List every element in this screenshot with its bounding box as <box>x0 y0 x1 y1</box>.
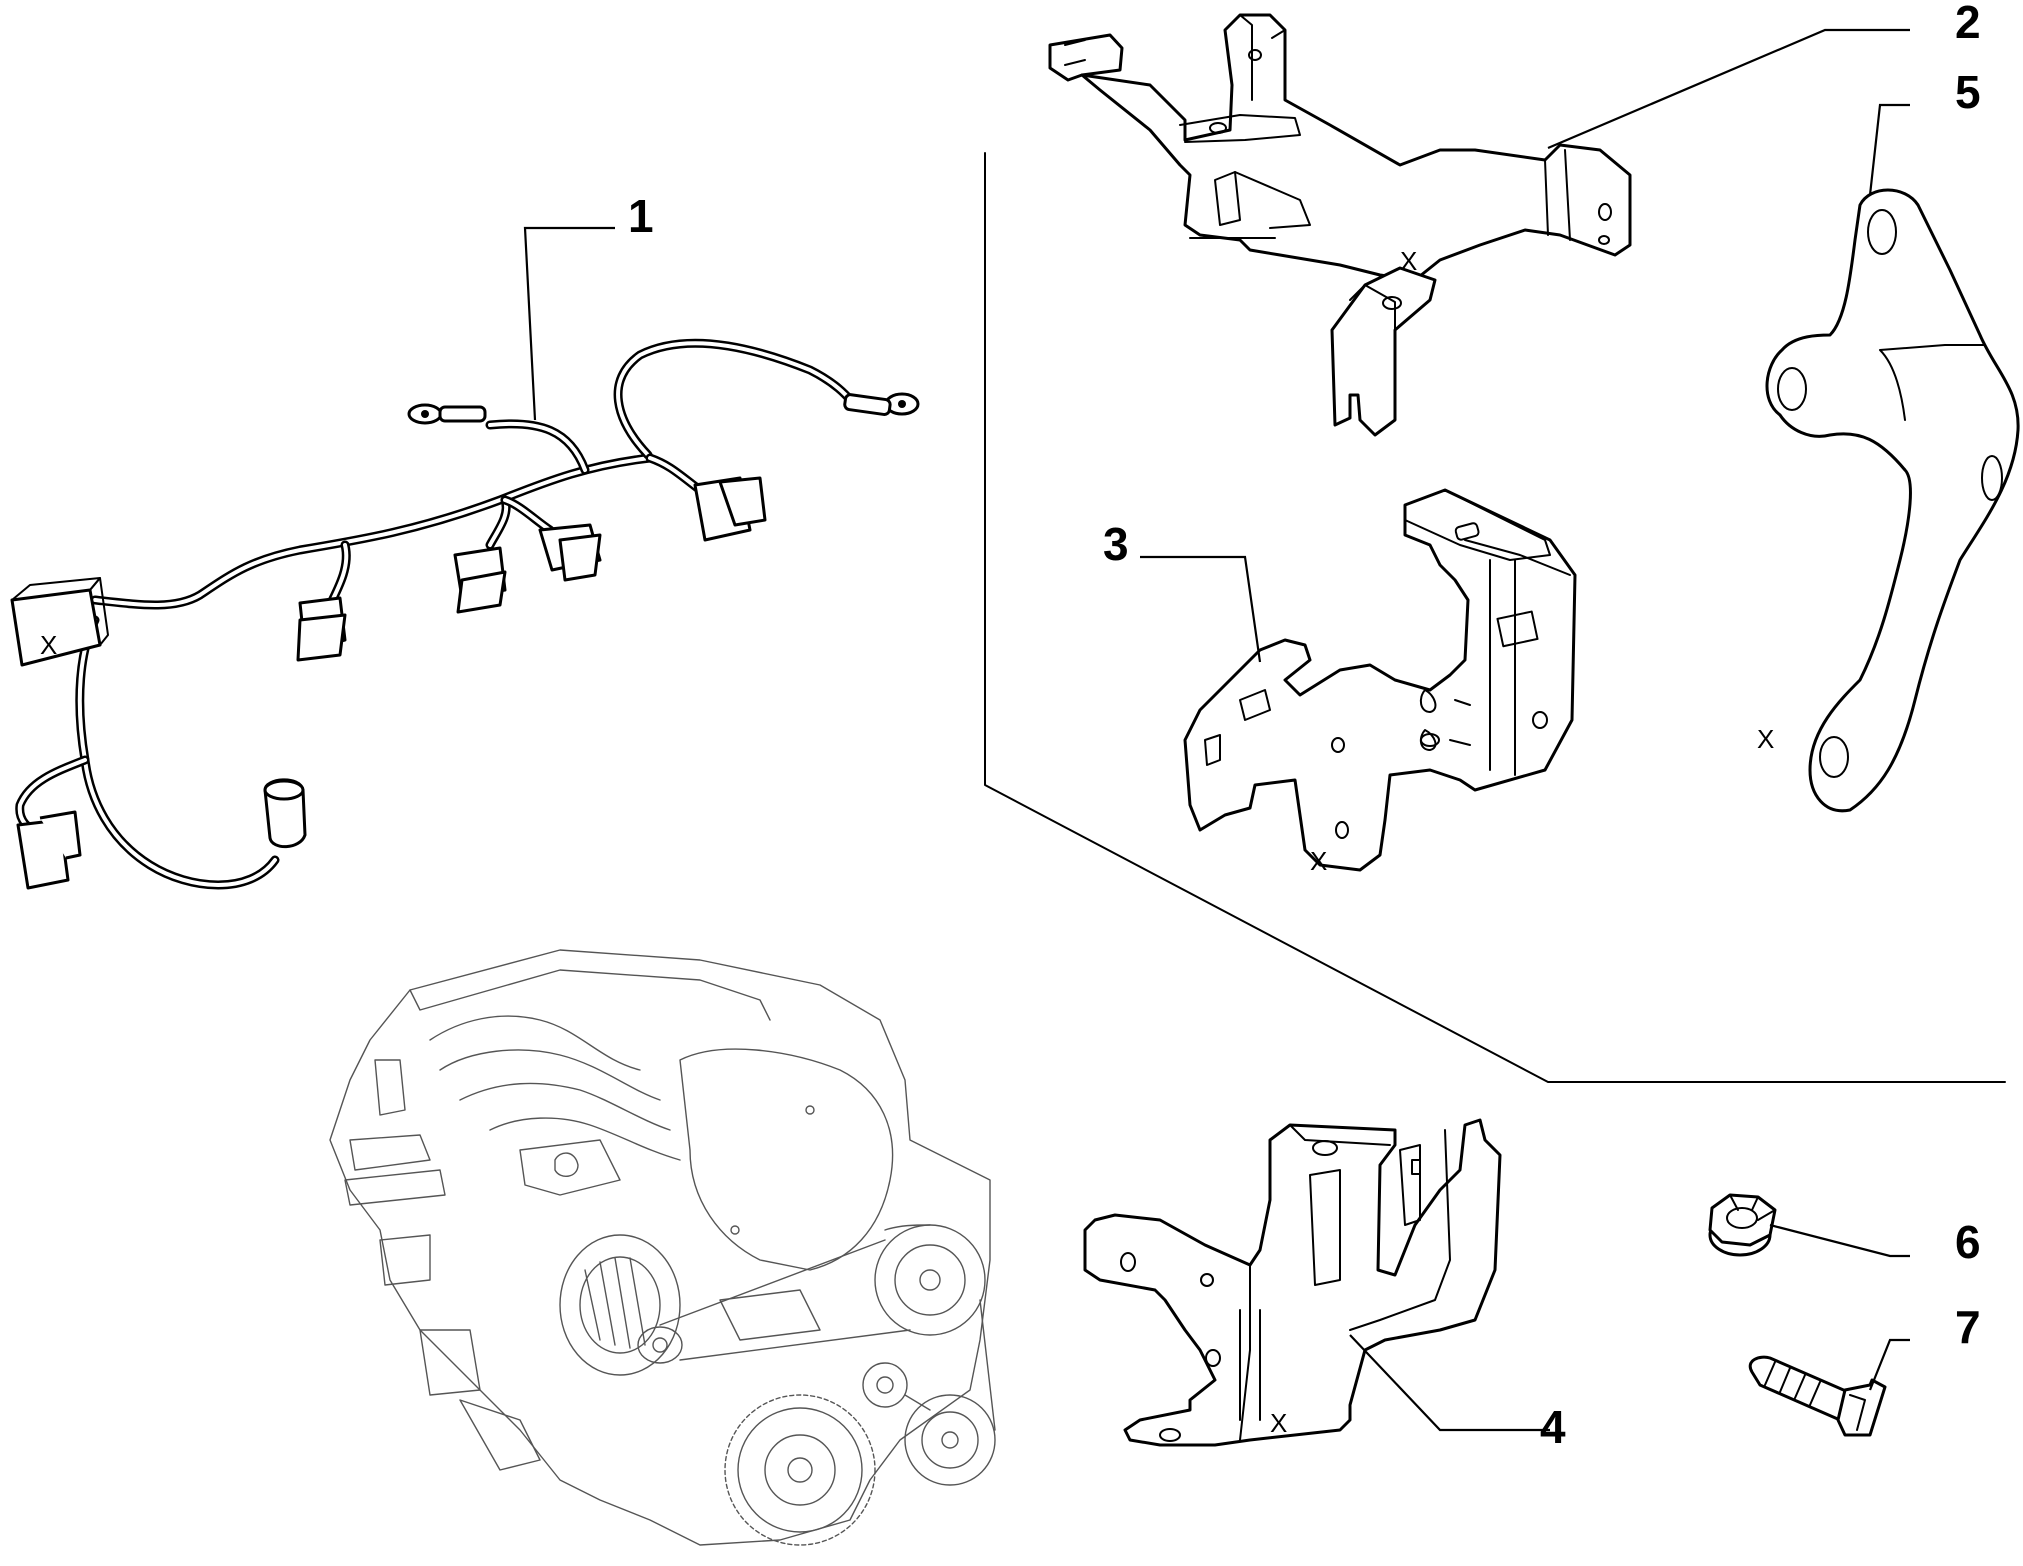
group-boundary-line <box>984 152 2006 1083</box>
callout-3: 3 <box>1103 518 1129 570</box>
leader-line-4 <box>1349 1334 1550 1432</box>
marker-x-bracket-4: X <box>1270 1408 1287 1438</box>
leader-line-5 <box>1868 103 1910 196</box>
callout-1: 1 <box>628 190 654 242</box>
leader-line-1 <box>523 226 615 421</box>
callout-4: 4 <box>1540 1401 1566 1453</box>
marker-x-bracket-2: X <box>1400 246 1417 276</box>
bracket-4: X <box>1083 1118 1502 1447</box>
bolt-7 <box>1748 1355 1887 1437</box>
marker-x-plate-5: X <box>1757 724 1774 754</box>
callout-7: 7 <box>1955 1301 1981 1353</box>
engine-illustration <box>329 949 996 1546</box>
marker-x-bracket-3: X <box>1310 846 1327 876</box>
marker-x-harness: X <box>40 630 57 660</box>
bracket-3: X <box>1183 488 1577 876</box>
flange-nut-6 <box>1708 1193 1777 1257</box>
leader-line-6 <box>1769 1223 1910 1258</box>
wiring-harness: X <box>10 338 920 890</box>
callout-6: 6 <box>1955 1216 1981 1268</box>
bracket-2: X <box>1048 13 1632 437</box>
callout-5: 5 <box>1955 66 1981 118</box>
leader-line-3 <box>1140 555 1262 663</box>
leader-line-2 <box>1547 28 1910 150</box>
callout-2: 2 <box>1955 0 1981 48</box>
plate-5: X <box>1757 188 2020 813</box>
leader-line-7 <box>1868 1338 1910 1391</box>
